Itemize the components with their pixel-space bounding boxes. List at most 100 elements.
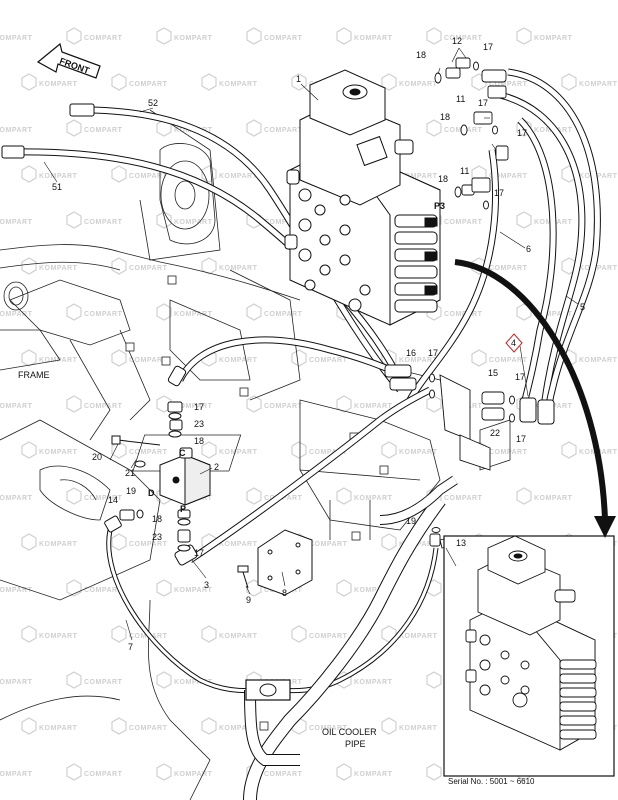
callout-11-mid: 11 — [460, 166, 469, 176]
callout-17-f: 17 — [515, 372, 525, 382]
watermark-text: COMPART — [489, 265, 528, 272]
hose-51 — [1, 145, 404, 382]
callout-4-highlight — [505, 333, 523, 353]
callout-16: 16 — [406, 348, 416, 358]
hose-6 — [406, 149, 499, 402]
watermark-text: COMPART — [309, 725, 348, 732]
watermark-text: KOMPART — [174, 403, 213, 410]
callout-9: 9 — [246, 595, 251, 605]
callout-8: 8 — [282, 588, 287, 598]
watermark-tile: KOMPART — [0, 35, 33, 42]
watermark-text: COMPART — [264, 403, 303, 410]
watermark-text: KOMPART — [219, 541, 258, 548]
watermark-text: KOMPART — [174, 587, 213, 594]
watermark-tile: COMPART — [111, 625, 167, 643]
watermark-tile: KOMPART — [201, 441, 258, 459]
right-bracket-fittings — [384, 364, 515, 471]
watermark-text: KOMPART — [354, 587, 393, 594]
watermark-tile: KOMPART — [0, 311, 32, 318]
callout-12: 12 — [452, 36, 462, 46]
watermark-text: COMPART — [309, 357, 348, 364]
watermark-text: KOMPART — [579, 265, 618, 272]
watermark-text: COMPART — [84, 679, 123, 686]
watermark-tile: COMPART — [111, 165, 168, 183]
watermark-tile: COMPART — [291, 349, 348, 367]
watermark-text: COMPART — [84, 219, 123, 226]
watermark-tile: KOMPART — [516, 211, 572, 229]
watermark-text: COMPART — [264, 35, 303, 42]
watermark-tile: COMPART — [111, 533, 167, 551]
watermark-tile: KOMPART — [336, 579, 393, 597]
watermark-text: KOMPART — [534, 311, 573, 318]
watermark-tile: KOMPART — [201, 257, 258, 275]
watermark-text: KOMPART — [399, 81, 438, 88]
watermark-text: COMPART — [489, 173, 528, 180]
watermark-tile: KOMPART — [381, 441, 437, 459]
watermark-tile: COMPART — [246, 27, 303, 45]
watermark-tile: COMPART — [246, 395, 303, 413]
watermark-tile: COMPART — [66, 395, 122, 413]
watermark-tile: KOMPART — [156, 395, 213, 413]
watermark-tile: KOMPART — [21, 625, 78, 643]
watermark-tile: COMPART — [66, 303, 122, 321]
watermark-text: KOMPART — [354, 771, 393, 778]
callout-17-e: 17 — [428, 348, 438, 358]
watermark-text: COMPART — [129, 449, 168, 456]
watermark-tile: KOMPART — [381, 625, 437, 643]
watermark-text: COMPART — [129, 173, 168, 180]
watermark-text: KOMPART — [174, 771, 213, 778]
watermark-text: COMPART — [264, 771, 303, 778]
watermark-text: KOMPART — [0, 771, 33, 778]
watermark-tile: KOMPART — [561, 441, 617, 459]
watermark-tile: COMPART — [66, 763, 122, 781]
watermark-tile: KOMPART — [0, 127, 32, 134]
callout-23-b: 23 — [152, 532, 162, 542]
callout-22: 22 — [490, 428, 500, 438]
callout-17-d: 17 — [494, 188, 504, 198]
watermark-text: COMPART — [309, 541, 348, 548]
watermark-text: KOMPART — [174, 679, 213, 686]
watermark-text: KOMPART — [39, 725, 78, 732]
watermark-text: KOMPART — [219, 449, 258, 456]
watermark-text: KOMPART — [399, 725, 438, 732]
watermark-tile: KOMPART — [156, 211, 212, 229]
callout-18-b: 18 — [440, 112, 450, 122]
watermark-text: COMPART — [264, 219, 303, 226]
watermark-tile: KOMPART — [381, 717, 438, 735]
port-d-label: D — [148, 488, 155, 498]
callout-21: 21 — [125, 468, 135, 478]
watermark-tile: KOMPART — [381, 73, 438, 91]
watermark-tile: KOMPART — [516, 27, 573, 45]
watermark-tile: COMPART — [66, 671, 123, 689]
callout-13: 13 — [456, 538, 466, 548]
watermark-tile: KOMPART — [0, 679, 33, 686]
callout-15: 15 — [488, 368, 498, 378]
watermark-tile: COMPART — [111, 349, 167, 367]
watermark-tile: COMPART — [291, 441, 347, 459]
watermark-text: KOMPART — [534, 35, 573, 42]
watermark-text: KOMPART — [219, 265, 258, 272]
watermark-text: COMPART — [444, 311, 483, 318]
watermark-text: KOMPART — [354, 679, 393, 686]
callout-18-d: 18 — [194, 436, 204, 446]
watermark-tile: KOMPART — [156, 27, 212, 45]
watermark-text: KOMPART — [0, 679, 33, 686]
watermark-tile: KOMPART — [21, 73, 77, 91]
watermark-tile: KOMPART — [21, 717, 78, 735]
watermark-tile: COMPART — [111, 717, 167, 735]
watermark-text: KOMPART — [219, 725, 258, 732]
inset-detail: Serial No. : 5001 ~ 6610 — [443, 535, 615, 786]
watermark-text: KOMPART — [0, 587, 33, 594]
watermark-tile: KOMPART — [201, 625, 257, 643]
serial-number-label: Serial No. : 5001 ~ 6610 — [448, 777, 535, 786]
watermark-text: COMPART — [84, 587, 123, 594]
watermark-tile: COMPART — [111, 73, 167, 91]
plate-8 — [237, 529, 313, 596]
watermark-text: KOMPART — [0, 35, 33, 42]
watermark-tile: KOMPART — [156, 763, 213, 781]
watermark-tile: COMPART — [246, 119, 302, 137]
watermark-text: KOMPART — [354, 35, 393, 42]
watermark-tile: KOMPART — [0, 403, 32, 410]
watermark-text: KOMPART — [39, 633, 78, 640]
